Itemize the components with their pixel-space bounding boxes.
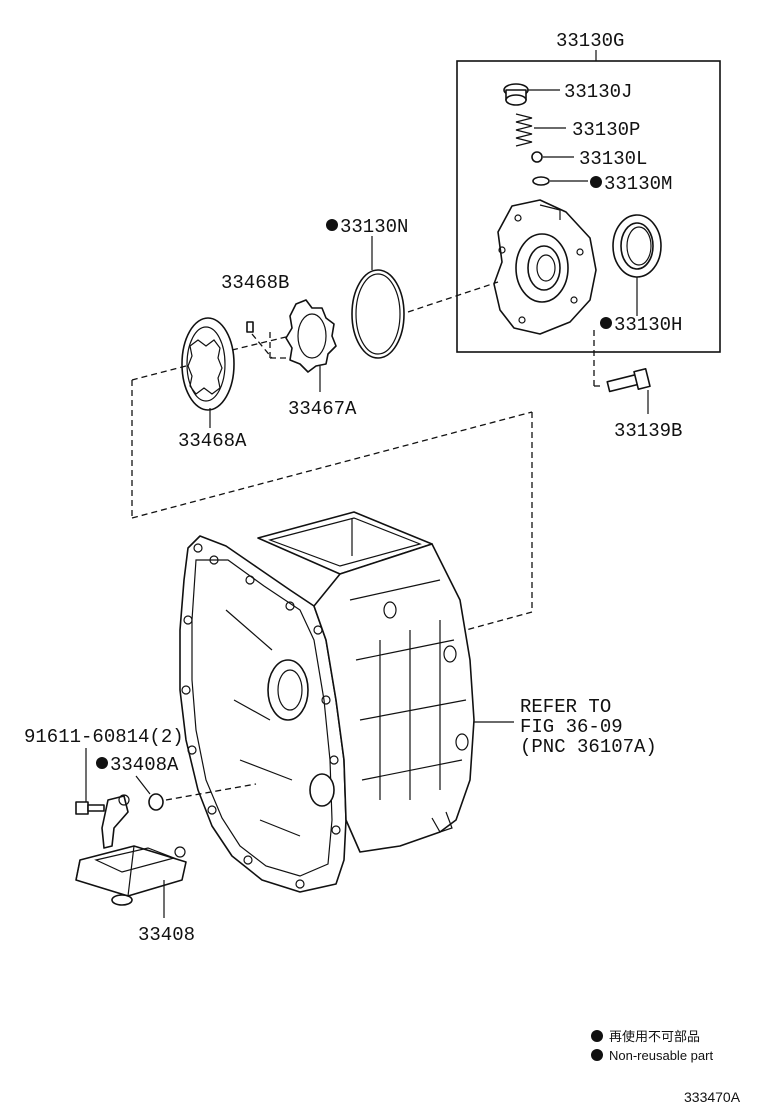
bolt-91611-part [75,801,105,815]
spring-33130P-part [515,113,533,147]
label-33130M: 33130M [604,173,672,195]
legend-en-text: Non-reusable part [609,1048,713,1063]
label-33130G: 33130G [556,30,624,52]
label-91611-60814: 91611-60814(2) [24,726,184,748]
o-ring-33130M-part [532,176,550,186]
non-reusable-marker-33130H [600,317,612,329]
label-33467A: 33467A [288,398,357,420]
o-ring-33130N-part [351,269,405,359]
bolt-33139B-part [606,368,651,393]
assembly-box-33130G [456,60,721,353]
diagram-id: 333470A [684,1089,741,1105]
legend-dot-jp [591,1030,603,1042]
label-33130H: 33130H [614,314,682,336]
refer-line-1: REFER TO [520,696,611,718]
label-33130J: 33130J [564,81,632,103]
label-33130L: 33130L [579,148,647,170]
oil-strainer-33408-part [75,794,187,906]
non-reusable-marker-33130M [590,176,602,188]
key-33468B-part [246,321,254,333]
non-reusable-marker-33130N [326,219,338,231]
label-33468B: 33468B [221,272,289,294]
non-reusable-marker-33408A [96,757,108,769]
o-ring-33408A-part [148,793,164,811]
label-33408: 33408 [138,924,195,946]
refer-line-2: FIG 36-09 [520,716,623,738]
label-33468A: 33468A [178,430,247,452]
label-33139B: 33139B [614,420,682,442]
oil-seal-33130H-part [612,214,662,278]
legend-jp-text: 再使用不可部品 [609,1029,700,1044]
legend-dot-en [591,1049,603,1061]
driven-gear-33468A-part [181,317,235,411]
drive-gear-33467A-part [285,299,337,373]
oil-pump-body-part [493,199,597,335]
refer-line-3: (PNC 36107A) [520,736,657,758]
ball-33130L-part [531,151,543,163]
label-33130P: 33130P [572,119,640,141]
transmission-case-part [179,511,475,893]
label-33130N: 33130N [340,216,408,238]
plug-33130J-part [503,83,529,106]
label-33408A: 33408A [110,754,179,776]
